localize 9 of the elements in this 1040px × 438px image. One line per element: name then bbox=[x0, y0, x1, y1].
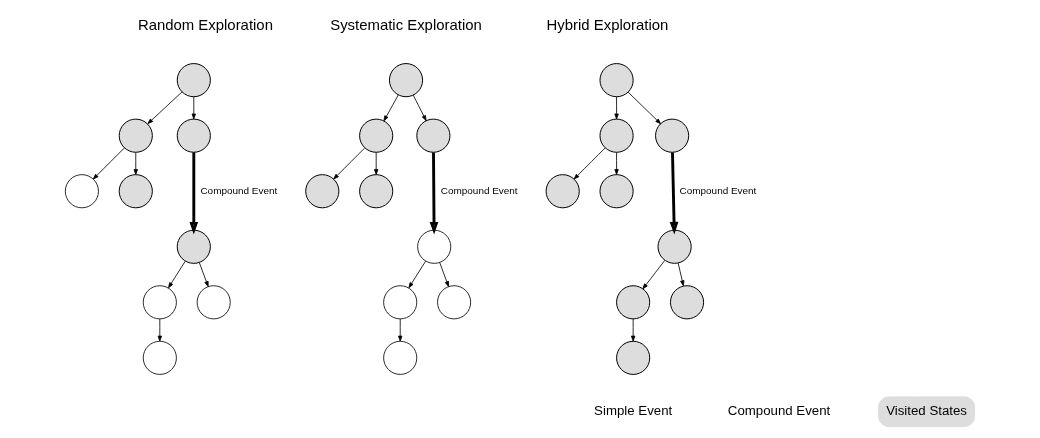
legend-label: Visited States bbox=[886, 402, 967, 418]
edge-label: Compound Event bbox=[679, 185, 757, 197]
edge-label: Compound Event bbox=[440, 185, 518, 197]
legend-label: Simple Event bbox=[594, 402, 673, 418]
label: Systematic Exploration bbox=[330, 15, 482, 33]
legend-label: Compound Event bbox=[727, 402, 831, 418]
label: Random Exploration bbox=[137, 15, 273, 33]
edge-label: Compound Event bbox=[200, 185, 278, 197]
label: Hybrid Exploration bbox=[546, 15, 669, 33]
